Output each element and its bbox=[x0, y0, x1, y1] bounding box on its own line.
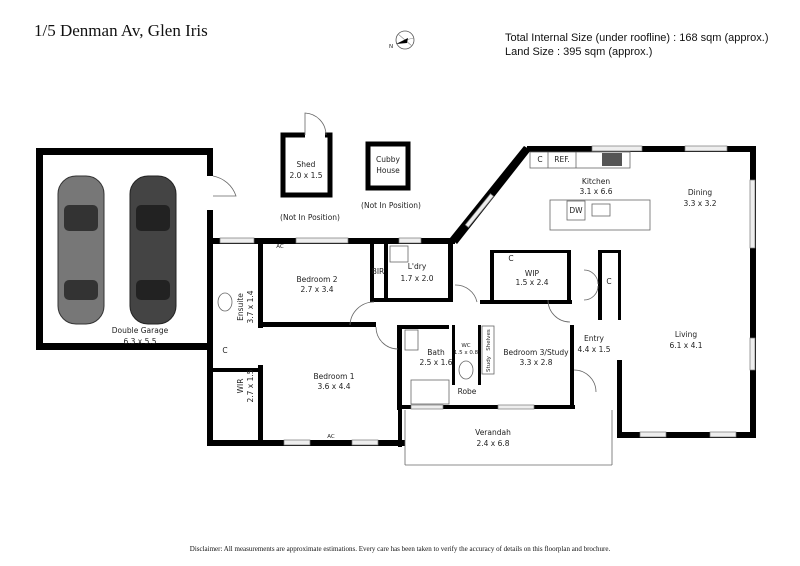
kitchen-dims: 3.1 x 6.6 bbox=[579, 187, 612, 196]
wip-dims: 1.5 x 2.4 bbox=[515, 278, 548, 287]
bedroom2-label: Bedroom 2 bbox=[296, 275, 337, 284]
disclaimer: Disclaimer: All measurements are approxi… bbox=[189, 545, 611, 553]
internal-size: Total Internal Size (under roofline) : 1… bbox=[505, 32, 769, 44]
fixtures bbox=[217, 151, 651, 466]
shed-dims: 2.0 x 1.5 bbox=[289, 171, 322, 180]
bath-dims: 2.5 x 1.6 bbox=[419, 358, 452, 367]
verandah-dims: 2.4 x 6.8 bbox=[476, 439, 509, 448]
wir-dims: 2.7 x 1.5 bbox=[246, 369, 255, 402]
cubby-label-1: Cubby bbox=[376, 155, 401, 164]
cubby-house: Cubby House (Not In Position) bbox=[361, 141, 421, 210]
garage-dims: 6.3 x 5.5 bbox=[123, 337, 156, 346]
wip-cupboard-label: C bbox=[508, 254, 513, 263]
fridge-label: REF. bbox=[554, 155, 569, 164]
toilet-icon bbox=[458, 360, 474, 380]
laundry-label: L'dry bbox=[408, 262, 427, 271]
bedroom2-ac-label: AC bbox=[276, 244, 284, 250]
robe-label: Robe bbox=[458, 387, 477, 396]
bedroom2-dims: 2.7 x 3.4 bbox=[300, 285, 333, 294]
bedroom3-label: Bedroom 3/Study bbox=[503, 348, 569, 357]
shed-label: Shed bbox=[297, 160, 316, 169]
shed-note: (Not In Position) bbox=[280, 213, 340, 222]
entry-label: Entry bbox=[584, 334, 605, 343]
toilet-icon bbox=[217, 292, 233, 312]
land-size: Land Size : 395 sqm (approx.) bbox=[505, 46, 653, 58]
bedroom1-label: Bedroom 1 bbox=[313, 372, 354, 381]
bir-label: BIR bbox=[372, 267, 385, 276]
compass-north-label: N bbox=[389, 44, 393, 50]
living-label: Living bbox=[675, 330, 698, 339]
living-dims: 6.1 x 4.1 bbox=[669, 341, 702, 350]
verandah-label: Verandah bbox=[475, 428, 511, 437]
laundry-dims: 1.7 x 2.0 bbox=[400, 274, 433, 283]
dining-dims: 3.3 x 3.2 bbox=[683, 199, 716, 208]
wir-label: WIR bbox=[236, 379, 245, 394]
dishwasher-label: DW bbox=[569, 206, 583, 215]
kitchen-label: Kitchen bbox=[582, 177, 610, 186]
dining-label: Dining bbox=[688, 188, 712, 197]
cubby-label-2: House bbox=[376, 166, 400, 175]
sink-icon bbox=[591, 203, 611, 217]
bedroom1-ac-label: AC bbox=[327, 434, 335, 440]
ensuite-cupboard-label: C bbox=[222, 346, 227, 355]
garage-label: Double Garage bbox=[112, 326, 169, 335]
entry-cupboard-label: C bbox=[606, 277, 611, 286]
shelves-label: Shelves bbox=[486, 329, 492, 351]
ensuite-dims: 3.7 x 1.4 bbox=[246, 290, 255, 323]
cooktop-icon bbox=[602, 153, 622, 166]
bath-label: Bath bbox=[427, 348, 445, 357]
property-address: 1/5 Denman Av, Glen Iris bbox=[34, 21, 208, 40]
bedroom1-dims: 3.6 x 4.4 bbox=[317, 382, 350, 391]
car-icon bbox=[129, 175, 177, 325]
wc-dims: 1.5 x 0.8 bbox=[454, 350, 479, 356]
study-label: Study bbox=[486, 355, 492, 372]
shed: Shed 2.0 x 1.5 (Not In Position) bbox=[280, 112, 340, 222]
garage: Double Garage 6.3 x 5.5 bbox=[36, 148, 237, 350]
compass-icon: N bbox=[389, 30, 415, 50]
bathtub-icon bbox=[410, 379, 450, 405]
entry-dims: 4.4 x 1.5 bbox=[577, 345, 610, 354]
vanity-icon bbox=[404, 329, 419, 351]
size-summary: Total Internal Size (under roofline) : 1… bbox=[505, 31, 769, 59]
wc-label: WC bbox=[461, 343, 470, 349]
ensuite-label: Ensuite bbox=[236, 293, 245, 321]
kitchen-cupboard-label: C bbox=[537, 155, 542, 164]
wip-label: WIP bbox=[525, 269, 540, 278]
house-walls bbox=[207, 145, 756, 447]
laundry-tub-icon bbox=[389, 245, 409, 263]
bedroom3-dims: 3.3 x 2.8 bbox=[519, 358, 552, 367]
cubby-note: (Not In Position) bbox=[361, 201, 421, 210]
car-icon bbox=[57, 175, 105, 325]
